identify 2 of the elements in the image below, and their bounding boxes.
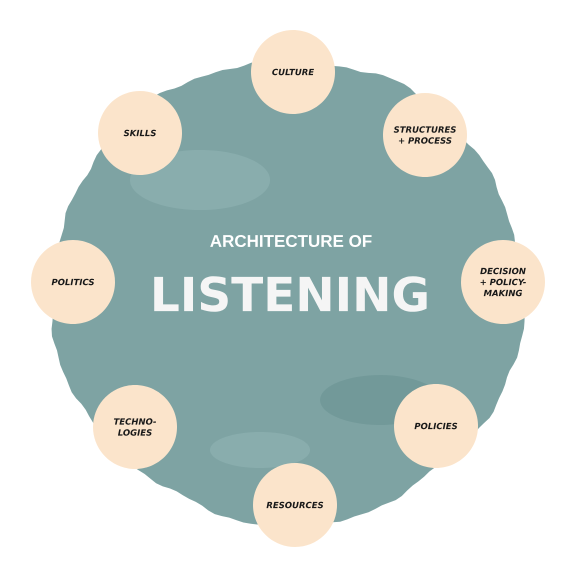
heading: ARCHITECTURE OF — [210, 234, 372, 248]
title-word: LISTENING — [154, 276, 427, 312]
